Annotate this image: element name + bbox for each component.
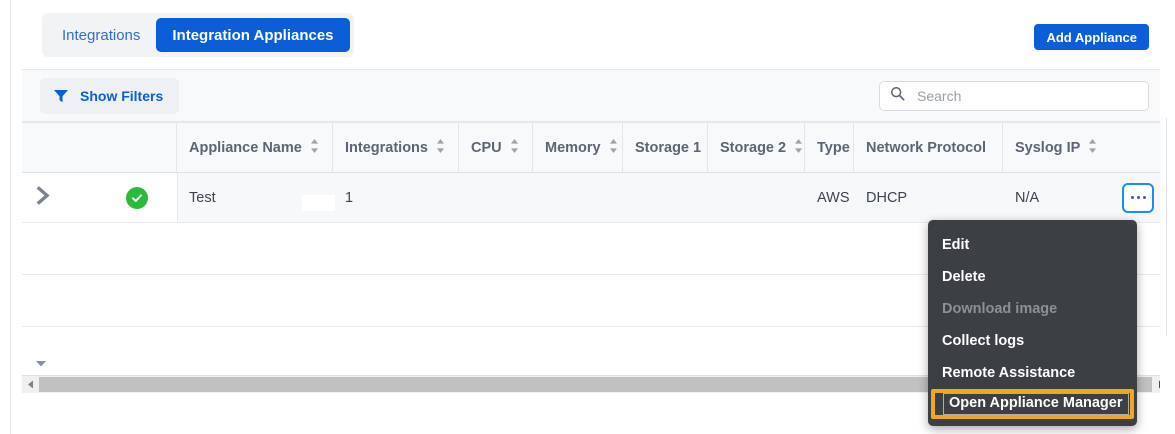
- kebab-dot-icon: [1136, 196, 1140, 199]
- cell-appliance-name: Test: [177, 173, 333, 222]
- tab-group: Integrations Integration Appliances: [42, 13, 354, 57]
- context-menu-item-edit-label: Edit: [942, 237, 970, 253]
- tab-integrations[interactable]: Integrations: [46, 18, 156, 52]
- cell-integrations: 1: [333, 173, 459, 222]
- status-ok-icon: [126, 186, 148, 209]
- search-input[interactable]: [915, 87, 1138, 105]
- col-header-integrations[interactable]: Integrations: [333, 123, 459, 173]
- col-header-appliance-name-label: Appliance Name: [189, 140, 302, 156]
- sort-icon[interactable]: [609, 138, 618, 159]
- col-header-network-protocol-label: Network Protocol: [866, 140, 987, 156]
- sort-icon[interactable]: [510, 138, 519, 159]
- col-header-storage-1[interactable]: Storage 1: [623, 123, 708, 173]
- cell-cpu: [459, 173, 533, 222]
- kebab-dot-icon: [1130, 196, 1134, 199]
- chevron-down-icon[interactable]: [34, 356, 48, 374]
- col-header-type-label: Type: [817, 140, 850, 156]
- expand-row-icon[interactable]: [36, 185, 52, 210]
- kebab-dot-icon: [1142, 196, 1146, 199]
- show-filters-button[interactable]: Show Filters: [40, 78, 180, 114]
- context-menu-item-collect-logs-label: Collect logs: [942, 333, 1025, 349]
- cell-memory: [533, 173, 623, 222]
- col-header-appliance-name[interactable]: Appliance Name: [177, 123, 333, 173]
- context-menu-item-open-appliance-manager[interactable]: Open Appliance Manager: [931, 389, 1134, 419]
- tab-integration-appliances[interactable]: Integration Appliances: [156, 18, 350, 52]
- cell-integrations-value: 1: [345, 189, 354, 206]
- context-menu-item-open-appliance-manager-label: Open Appliance Manager: [943, 393, 1129, 415]
- search-icon: [890, 86, 905, 106]
- horizontal-scrollbar-thumb[interactable]: [39, 377, 1152, 392]
- context-menu-item-remote-assistance[interactable]: Remote Assistance: [928, 357, 1137, 389]
- vertical-scrollbar[interactable]: [1160, 0, 1175, 434]
- col-header-storage-1-label: Storage 1: [635, 140, 702, 156]
- context-menu-item-delete[interactable]: Delete: [928, 261, 1137, 293]
- right-gutter: [1160, 0, 1175, 434]
- col-header-syslog-ip-label: Syslog IP: [1015, 140, 1081, 156]
- sort-icon[interactable]: [436, 138, 445, 159]
- context-menu-item-download-image: Download image: [928, 293, 1137, 325]
- search-box[interactable]: [879, 81, 1149, 111]
- context-menu-item-remote-assistance-label: Remote Assistance: [942, 365, 1076, 381]
- cell-storage-2: [708, 173, 805, 222]
- sort-icon[interactable]: [1088, 138, 1097, 159]
- cell-syslog-ip: N/A: [1003, 173, 1169, 222]
- context-menu-item-delete-label: Delete: [942, 269, 986, 285]
- tab-integration-appliances-label: Integration Appliances: [172, 26, 334, 44]
- tab-integrations-label: Integrations: [62, 26, 141, 44]
- col-header-cpu[interactable]: CPU: [459, 123, 533, 173]
- col-header-memory-label: Memory: [545, 140, 601, 156]
- row-pinned-first-cell: [22, 173, 178, 222]
- col-header-storage-2[interactable]: Storage 2: [708, 123, 805, 173]
- context-menu-item-download-image-label: Download image: [942, 301, 1058, 317]
- col-header-blank: [22, 123, 177, 173]
- tab-bar: Integrations Integration Appliances Add …: [22, 0, 1169, 70]
- show-filters-label: Show Filters: [80, 88, 164, 104]
- context-menu-item-collect-logs[interactable]: Collect logs: [928, 325, 1137, 357]
- add-appliance-button[interactable]: Add Appliance: [1034, 24, 1149, 50]
- cell-network-protocol-value: DHCP: [866, 189, 908, 206]
- cell-appliance-name-value: Test: [189, 189, 216, 206]
- cell-type: AWS: [805, 173, 854, 222]
- col-header-integrations-label: Integrations: [345, 140, 428, 156]
- row-context-menu: Edit Delete Download image Collect logs …: [928, 220, 1137, 426]
- vertical-scrollbar-thumb[interactable]: [1166, 118, 1167, 336]
- cell-network-protocol: DHCP: [854, 173, 1003, 222]
- funnel-icon: [52, 87, 70, 105]
- col-header-network-protocol[interactable]: Network Protocol: [854, 123, 1003, 173]
- sort-icon[interactable]: [310, 138, 319, 159]
- table-toolbar: Show Filters: [22, 70, 1169, 122]
- cell-syslog-ip-value: N/A: [1015, 189, 1040, 206]
- col-header-type[interactable]: Type: [805, 123, 854, 173]
- cell-storage-1: [623, 173, 708, 222]
- col-header-memory[interactable]: Memory: [533, 123, 623, 173]
- col-header-cpu-label: CPU: [471, 140, 502, 156]
- table-header-row: Appliance Name Integrations CPU Memory S: [22, 122, 1169, 173]
- cell-type-value: AWS: [817, 189, 850, 206]
- column-resize-handle[interactable]: [302, 195, 335, 211]
- table-row[interactable]: Test 1: [22, 173, 1169, 223]
- table-row-empty: [22, 327, 1169, 347]
- context-menu-item-edit[interactable]: Edit: [928, 229, 1137, 261]
- row-actions-menu-button[interactable]: [1122, 182, 1154, 213]
- col-header-syslog-ip[interactable]: Syslog IP: [1003, 123, 1169, 173]
- scroll-left-arrow-icon[interactable]: [22, 376, 39, 393]
- sort-icon[interactable]: [794, 138, 803, 159]
- col-header-storage-2-label: Storage 2: [720, 140, 787, 156]
